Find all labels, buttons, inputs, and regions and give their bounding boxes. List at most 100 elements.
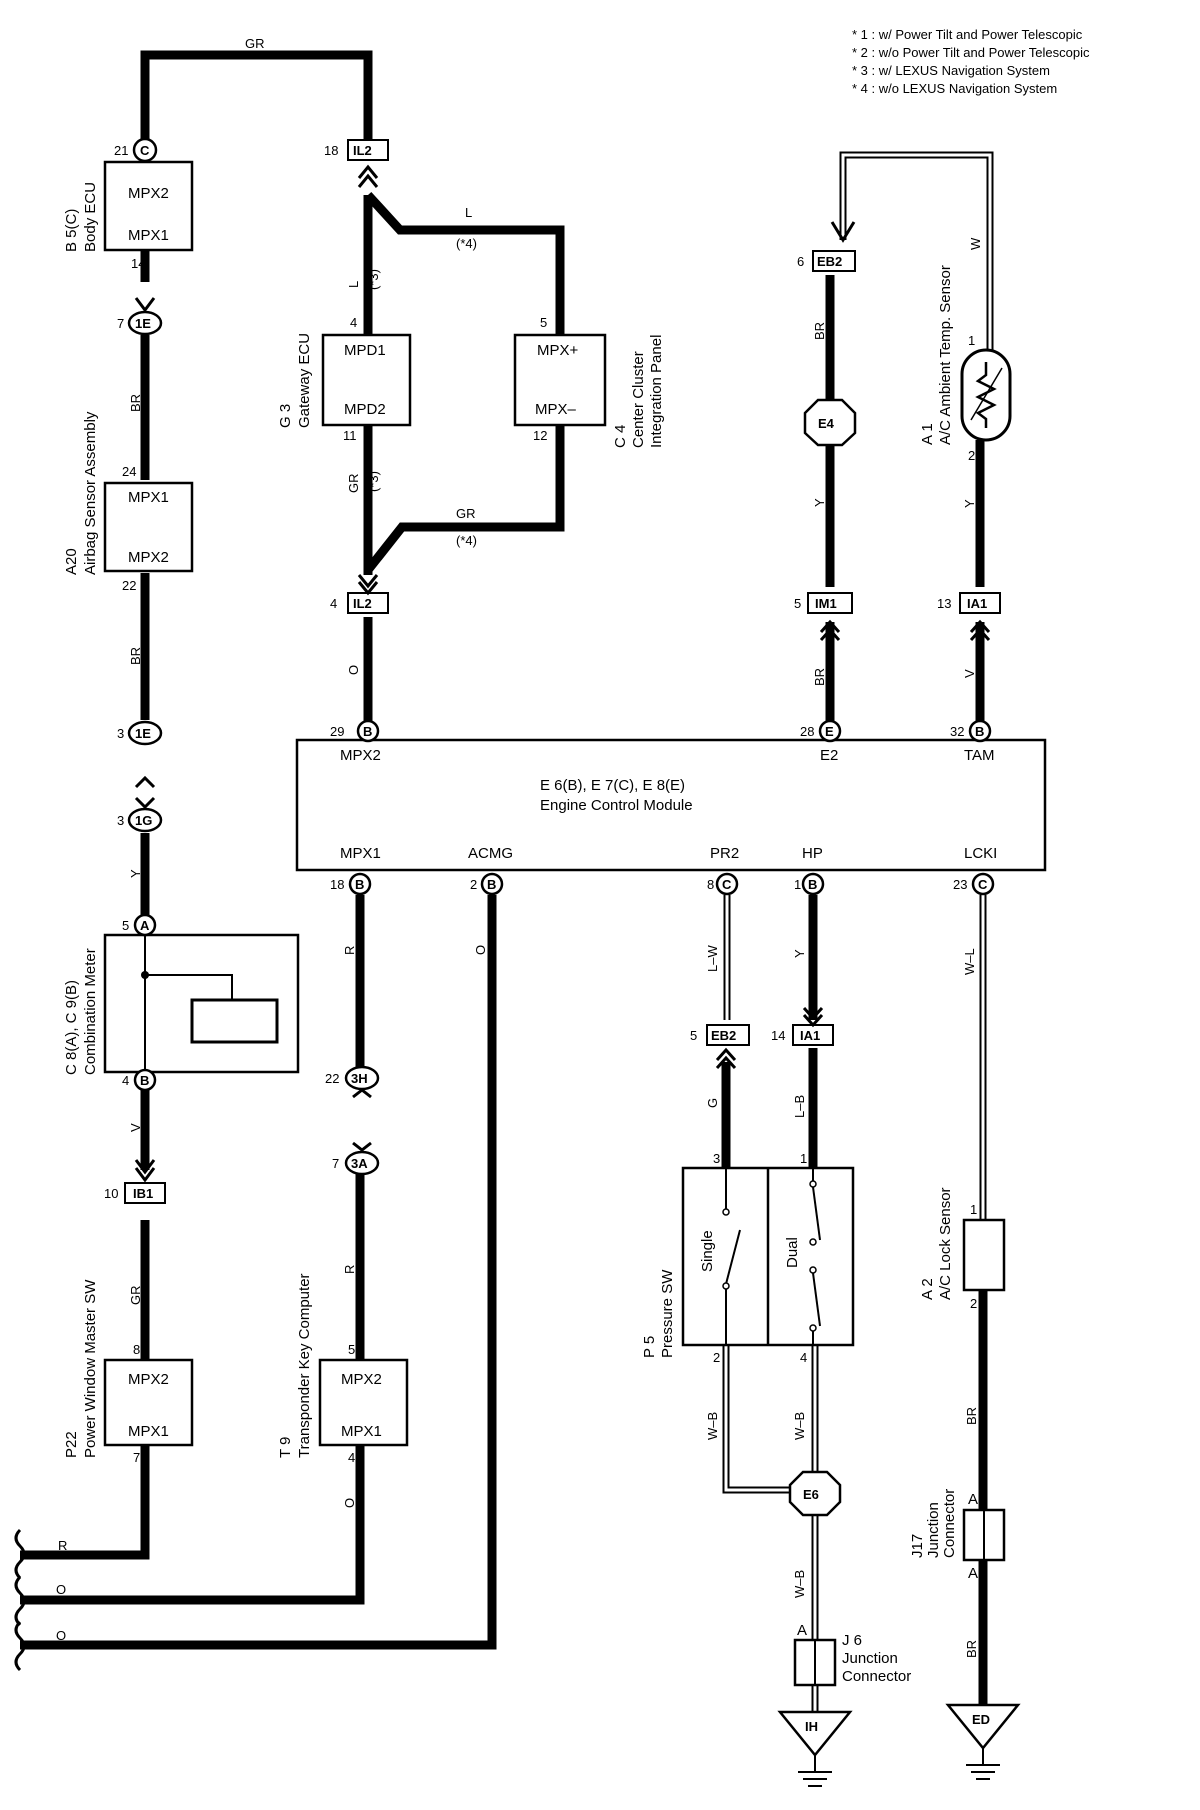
wire-label-o-1: O bbox=[346, 665, 361, 675]
pin-3-1e: 3 bbox=[117, 726, 124, 741]
ecm-circle-29: B bbox=[356, 719, 380, 743]
pin-7-1e: 7 bbox=[117, 316, 124, 331]
pin-2-ecm: 2 bbox=[470, 877, 477, 892]
conn-il2-bottom-label: IL2 bbox=[353, 596, 372, 611]
wire-label-l-gateway: L bbox=[346, 281, 361, 288]
ecm-circle-8: C bbox=[715, 872, 739, 896]
svg-text:B: B bbox=[363, 724, 372, 739]
wire-label-br-ecm: BR bbox=[812, 668, 827, 686]
pin-7-3a: 7 bbox=[332, 1156, 339, 1171]
wire-label-l-b: L–B bbox=[792, 1095, 807, 1118]
pressure-name: Pressure SW bbox=[659, 1269, 676, 1358]
lock-sensor-box bbox=[962, 1218, 1006, 1292]
wire-label-w: W bbox=[968, 237, 983, 250]
circle-c21: C bbox=[132, 137, 158, 163]
airbag-box bbox=[103, 481, 194, 573]
cluster-name-1: Center Cluster bbox=[630, 351, 647, 448]
conn-ia1-top bbox=[959, 592, 1001, 614]
power-window-pin-top: MPX2 bbox=[128, 1371, 169, 1388]
ambient-code: A 1 bbox=[919, 423, 936, 445]
conn-ib1-label: IB1 bbox=[133, 1186, 153, 1201]
airbag-pin-bottom: MPX2 bbox=[128, 549, 169, 566]
wire-label-w-b-1: W–B bbox=[705, 1412, 720, 1440]
conn-eb2-top bbox=[812, 250, 856, 272]
j17-name-1: Junction bbox=[925, 1502, 942, 1558]
pin-2-pressure: 2 bbox=[713, 1350, 720, 1365]
wire-label-v-amb: V bbox=[962, 669, 977, 678]
wire-label-l-w: L–W bbox=[705, 945, 720, 972]
wire-w bbox=[841, 153, 992, 350]
pin-2-lock: 2 bbox=[970, 1296, 977, 1311]
circle-1e-a: 1E bbox=[127, 310, 163, 336]
ecm-circle-23: C bbox=[971, 872, 995, 896]
conn-eb2-bottom bbox=[706, 1024, 750, 1046]
svg-text:1G: 1G bbox=[135, 813, 152, 828]
transponder-pin-top: MPX2 bbox=[341, 1371, 382, 1388]
wire-w-b-1 bbox=[724, 1345, 795, 1492]
pin-24: 24 bbox=[122, 464, 136, 479]
wire-labels: GR BR BR Y V GR L (*4) L (*3) GR (*3) GR… bbox=[56, 36, 983, 1658]
wire-gr-top bbox=[140, 50, 373, 150]
pin-6-eb2: 6 bbox=[797, 254, 804, 269]
pin-4-gateway: 4 bbox=[350, 315, 357, 330]
conn-im1-label: IM1 bbox=[815, 596, 837, 611]
conn-il2-top bbox=[347, 139, 389, 161]
pin-4-transponder: 4 bbox=[348, 1450, 355, 1465]
legend: * 1 : w/ Power Tilt and Power Telescopic… bbox=[852, 27, 1090, 96]
center-cluster-box bbox=[513, 333, 607, 427]
ecm-circle-1: B bbox=[801, 872, 825, 896]
conn-il2-top-label: IL2 bbox=[353, 143, 372, 158]
arrow-chevrons bbox=[134, 164, 991, 1183]
pin-4-il2: 4 bbox=[330, 596, 337, 611]
ecm-code: E 6(B), E 7(C), E 8(E) bbox=[540, 777, 685, 794]
power-window-box bbox=[103, 1358, 194, 1447]
wire-label-y-hp: Y bbox=[792, 949, 807, 958]
j17-pin-a-top: A bbox=[968, 1491, 978, 1508]
legend-line-3: * 3 : w/ LEXUS Navigation System bbox=[852, 63, 1050, 78]
pin-5-eb2: 5 bbox=[690, 1028, 697, 1043]
wire-label-l: L bbox=[465, 205, 472, 220]
wire-o-3 bbox=[20, 895, 497, 1650]
wire-label-w-l: W–L bbox=[962, 948, 977, 975]
cluster-code: C 4 bbox=[612, 425, 629, 448]
ecm-box bbox=[295, 738, 1047, 872]
ecm-pin-acmg: ACMG bbox=[468, 845, 513, 862]
circle-3a: 3A bbox=[344, 1150, 380, 1176]
svg-text:A: A bbox=[140, 918, 150, 933]
dual-switch-blade-1 bbox=[812, 1186, 821, 1241]
ground-point-e6 bbox=[788, 1470, 842, 1517]
ground-ih-label: IH bbox=[805, 1719, 818, 1734]
conn-ia1-bottom-label: IA1 bbox=[800, 1028, 820, 1043]
j6-name-2: Connector bbox=[842, 1668, 911, 1685]
svg-text:1E: 1E bbox=[135, 316, 151, 331]
pin-8: 8 bbox=[133, 1342, 140, 1357]
conn-ib1 bbox=[124, 1182, 166, 1204]
conn-ia1-top-label: IA1 bbox=[967, 596, 987, 611]
wire-label-w-b-2: W–B bbox=[792, 1412, 807, 1440]
power-window-code: P22 bbox=[63, 1431, 80, 1458]
j17-pin-a-bottom: A bbox=[968, 1565, 978, 1582]
svg-text:C: C bbox=[140, 143, 150, 158]
wire-label-gr-gateway: GR bbox=[346, 474, 361, 494]
gateway-pin-top: MPD1 bbox=[344, 342, 386, 359]
j17-code: J17 bbox=[909, 1534, 926, 1558]
wire-label-br-e4: BR bbox=[812, 322, 827, 340]
ecm-circle-32: B bbox=[968, 719, 992, 743]
ground-point-e4 bbox=[803, 398, 857, 447]
wire-label-y-e4: Y bbox=[812, 498, 827, 507]
conn-eb2-top-label: EB2 bbox=[817, 254, 842, 269]
legend-line-2: * 2 : w/o Power Tilt and Power Telescopi… bbox=[852, 45, 1090, 60]
pin-5-transponder: 5 bbox=[348, 1342, 355, 1357]
wire-gr-cluster bbox=[364, 425, 565, 573]
wire-label-r-2: R bbox=[342, 1265, 357, 1274]
cluster-pin-top: MPX+ bbox=[537, 342, 579, 359]
svg-text:B: B bbox=[355, 877, 364, 892]
airbag-name: Airbag Sensor Assembly bbox=[82, 411, 99, 575]
gateway-pin-bottom: MPD2 bbox=[344, 401, 386, 418]
gateway-name: Gateway ECU bbox=[296, 333, 313, 428]
wire-label-w-b-3: W–B bbox=[792, 1570, 807, 1598]
pin-2-ambient: 2 bbox=[968, 448, 975, 463]
pin-13-ia1: 13 bbox=[937, 596, 951, 611]
body-ecu-box bbox=[103, 160, 194, 252]
wire-label-br-lock-2: BR bbox=[964, 1640, 979, 1658]
